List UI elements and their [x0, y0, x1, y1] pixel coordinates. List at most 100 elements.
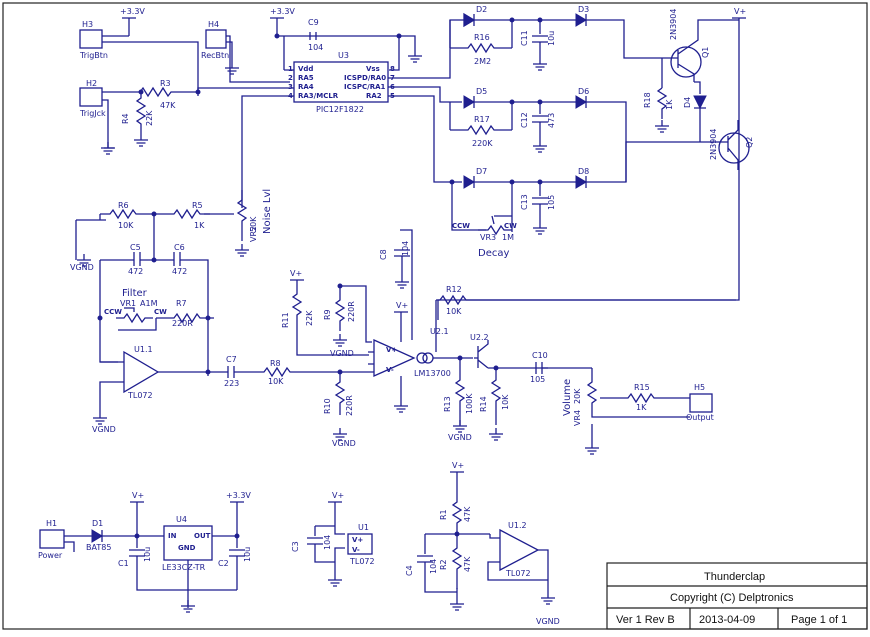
u2-vminus: V- — [386, 366, 394, 374]
u3-pin2: 2 — [288, 74, 293, 82]
copyright-text: Copyright (C) Delptronics — [670, 592, 794, 604]
c5-value: 472 — [128, 267, 143, 276]
d3-ref: D3 — [578, 5, 589, 14]
u3-pin-ra1: ICSPC/RA1 — [344, 83, 386, 91]
vr1-ref: VR1 — [120, 299, 136, 308]
u1-vminus: V- — [352, 546, 360, 554]
h2-name: TrigJck — [79, 109, 106, 118]
title-block: Thunderclap Copyright (C) Delptronics Ve… — [606, 562, 868, 630]
vr3-ref: VR3 — [480, 233, 496, 242]
u3-pin-vdd: Vdd — [298, 65, 313, 73]
c6-ref: C6 — [174, 243, 185, 252]
vr3-cw: CW — [504, 222, 517, 230]
r18-value: 1K — [665, 99, 674, 110]
u3-pin-ra0: ICSPD/RA0 — [344, 74, 386, 82]
h3-name: TrigBtn — [79, 51, 108, 60]
u3-pin3: 3 — [288, 83, 293, 91]
h5-ref: H5 — [694, 383, 705, 392]
d8-ref: D8 — [578, 167, 589, 176]
title-text: Thunderclap — [704, 571, 765, 583]
c5-ref: C5 — [130, 243, 141, 252]
r7-value: 220R — [172, 319, 193, 328]
header-h3: H3 TrigBtn — [79, 20, 108, 60]
r2-ref: R2 — [439, 559, 448, 570]
vgnd-3: VGND — [332, 439, 356, 448]
r11-rail-label: V+ — [290, 269, 302, 278]
vr4-ref: VR4 — [573, 410, 582, 426]
mcu-u3: U3 PIC12F1822 Vdd RA5 RA4 RA3/MCLR Vss I… — [288, 51, 395, 114]
c3-value: 104 — [323, 535, 332, 550]
vr1-cw: CW — [154, 308, 167, 316]
h1-name: Power — [38, 551, 63, 560]
r12-value: 10K — [446, 307, 462, 316]
c11-value: 10u — [547, 31, 556, 46]
header-h1: H1 Power — [38, 519, 65, 560]
ic-u1-power: U1 V+ V- TL072 — [347, 523, 375, 566]
c8-value: 104 — [401, 241, 410, 256]
d1-ref: D1 — [92, 519, 103, 528]
r1-ref: R1 — [439, 509, 448, 520]
u4-part: LE33CZ-TR — [162, 563, 206, 572]
r4-value: 22K — [145, 110, 154, 126]
c11-ref: C11 — [520, 30, 529, 46]
r5-ref: R5 — [192, 201, 203, 210]
h4-ref: H4 — [208, 20, 219, 29]
d4-ref: D4 — [683, 97, 692, 108]
c2-value: 10u — [243, 547, 252, 562]
vgnd-6: VGND — [536, 617, 560, 626]
r16-value: 2M2 — [474, 57, 491, 66]
r18-ref: R18 — [643, 92, 652, 108]
u3-pin-ra3: RA3/MCLR — [298, 92, 339, 100]
u1-2-ref: U1.2 — [508, 521, 527, 530]
r16-ref: R16 — [474, 33, 490, 42]
u4-in: IN — [168, 532, 177, 540]
u1-1-part: TL072 — [127, 391, 153, 400]
u3-pin-ra4: RA4 — [298, 83, 314, 91]
r17-value: 220K — [472, 139, 493, 148]
opamp-u1-1: U1.1 TL072 — [123, 345, 160, 400]
c6-value: 472 — [172, 267, 187, 276]
h5-name: Output — [686, 413, 714, 422]
vr4-value: 20K — [573, 388, 582, 404]
u3-part: PIC12F1822 — [316, 105, 364, 114]
c1-ref: C1 — [118, 559, 129, 568]
u3-pin-ra5: RA5 — [298, 74, 314, 82]
vr2-value: 50K — [249, 216, 258, 232]
r1-value: 47K — [463, 506, 472, 522]
c4-ref: C4 — [405, 565, 414, 576]
u2-2-ref: U2.2 — [470, 333, 489, 342]
u1-2-part: TL072 — [505, 569, 531, 578]
c8-ref: C8 — [379, 249, 388, 260]
d5-ref: D5 — [476, 87, 487, 96]
u3-pin-vss: Vss — [366, 65, 380, 73]
u3-rail-label: +3.3V — [270, 7, 295, 16]
vr1-value: A1M — [140, 299, 158, 308]
u1-2-rail-label: V+ — [452, 461, 464, 470]
header-h2: H2 TrigJck — [79, 79, 106, 118]
u2-1-part: LM13700 — [414, 369, 451, 378]
regulator-u4: U4 IN OUT GND LE33CZ-TR — [162, 515, 213, 572]
vr3-ccw: CCW — [452, 222, 470, 230]
u1-rail-label: V+ — [332, 491, 344, 500]
r9-value: 220R — [347, 301, 356, 322]
vgnd-1: VGND — [70, 263, 94, 272]
vgnd-4: VGND — [330, 349, 354, 358]
r6-value: 10K — [118, 221, 134, 230]
vr2-ref: VR2 — [249, 226, 258, 242]
u1-part: TL072 — [349, 557, 375, 566]
vr2-label: Noise Lvl — [262, 189, 273, 234]
buffer-u2-2: U2.2 — [470, 333, 548, 369]
r4-ref: R4 — [121, 113, 130, 124]
q2-part: 2N3904 — [709, 129, 718, 160]
h3-ref: H3 — [82, 20, 93, 29]
c10-value: 105 — [530, 375, 545, 384]
r14-ref: R14 — [479, 396, 488, 412]
c3-ref: C3 — [291, 541, 300, 552]
u3-ref: U3 — [338, 51, 349, 60]
r11-value: 22K — [305, 310, 314, 326]
vr4-label: Volume — [562, 379, 573, 416]
d6-ref: D6 — [578, 87, 589, 96]
date-text: 2013-04-09 — [699, 614, 755, 626]
c2-rail-label: +3.3V — [226, 491, 251, 500]
